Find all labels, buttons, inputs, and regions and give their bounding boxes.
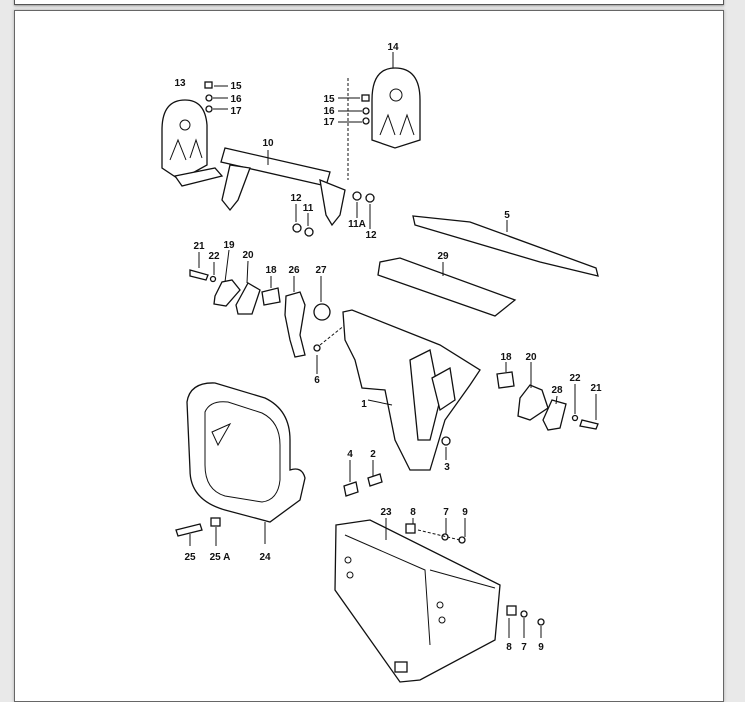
callout-3: 3 — [444, 462, 450, 473]
callout-14: 14 — [387, 42, 399, 53]
callout-9: 9 — [462, 507, 468, 518]
right-linkage-parts — [496, 362, 599, 431]
bolt-washers-15-17-right — [338, 94, 370, 125]
callout-5: 5 — [504, 210, 510, 221]
bolts-2-4 — [343, 460, 383, 497]
callout-25: 25 — [184, 552, 196, 563]
callout-28: 28 — [551, 385, 563, 396]
callout-12: 12 — [365, 230, 377, 241]
previous-page-edge — [14, 0, 724, 5]
callout-2: 2 — [370, 449, 376, 460]
left-linkage-parts — [189, 249, 346, 374]
callout-12: 12 — [290, 193, 302, 204]
callout-21: 21 — [590, 383, 602, 394]
callout-22: 22 — [208, 251, 220, 262]
rail-5 — [412, 215, 599, 277]
callout-4: 4 — [347, 449, 353, 460]
callout-19: 19 — [223, 240, 235, 251]
callout-25a: 25 A — [210, 552, 231, 563]
callout-18: 18 — [500, 352, 512, 363]
callout-20: 20 — [242, 250, 254, 261]
callout-21: 21 — [193, 241, 205, 252]
callout-15: 15 — [323, 94, 335, 105]
callout-13: 13 — [174, 78, 186, 89]
callout-16: 16 — [323, 106, 335, 117]
channel-29 — [377, 257, 517, 317]
callout-7: 7 — [443, 507, 449, 518]
bracket-13 — [161, 99, 224, 187]
shaft-10 — [220, 147, 346, 227]
callout-17: 17 — [323, 117, 335, 128]
callout-10: 10 — [262, 138, 274, 149]
callout-11a: 11A — [348, 219, 366, 230]
tray-23 — [334, 518, 545, 683]
callout-11: 11 — [303, 203, 314, 214]
callout-23: 23 — [380, 507, 392, 518]
callout-8: 8 — [410, 507, 416, 518]
callout-18: 18 — [265, 265, 277, 276]
callout-8: 8 — [506, 642, 512, 653]
callout-22: 22 — [569, 373, 581, 384]
shroud-24 — [186, 382, 306, 544]
callout-1: 1 — [361, 399, 367, 410]
callout-20: 20 — [525, 352, 537, 363]
screws-25-25A — [175, 517, 221, 546]
bracket-14 — [347, 52, 421, 180]
washers-11-12 — [292, 191, 375, 237]
callout-16: 16 — [230, 94, 242, 105]
callout-17: 17 — [230, 106, 242, 117]
callout-29: 29 — [437, 251, 449, 262]
main-frame-1 — [342, 309, 481, 471]
callout-27: 27 — [315, 265, 327, 276]
callout-7: 7 — [521, 642, 527, 653]
callout-24: 24 — [259, 552, 271, 563]
bolt-washers-15-17-left — [204, 81, 228, 113]
callout-15: 15 — [230, 81, 242, 92]
callout-6: 6 — [314, 375, 320, 386]
callout-26: 26 — [288, 265, 300, 276]
callout-9: 9 — [538, 642, 544, 653]
